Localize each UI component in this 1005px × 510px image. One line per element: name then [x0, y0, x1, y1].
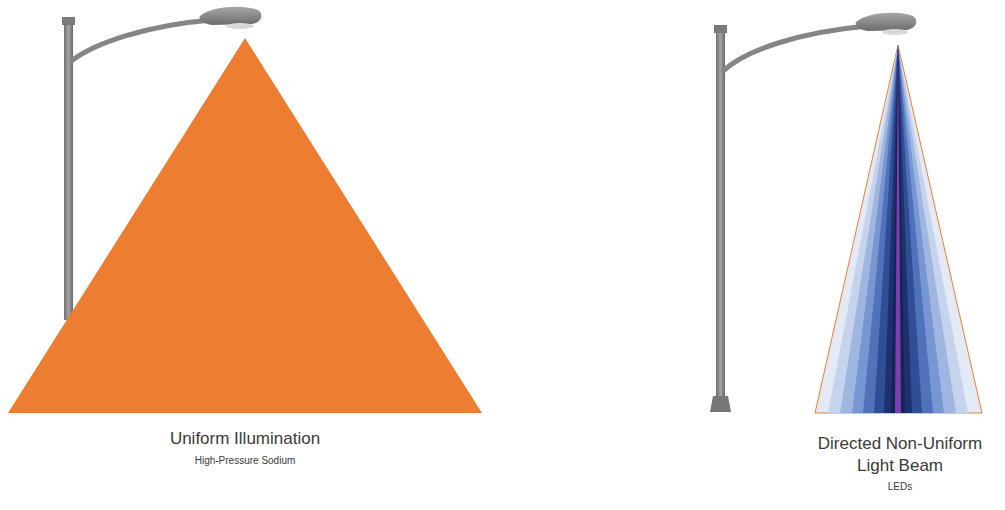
- lamp-arm: [70, 20, 212, 62]
- caption-subtext: LEDs: [850, 480, 950, 493]
- lamp-pole: [716, 28, 725, 400]
- right-street-light: [710, 13, 982, 413]
- caption-subtext: High-Pressure Sodium: [145, 454, 345, 467]
- pole-cap: [62, 17, 75, 25]
- beam-layer: [884, 45, 912, 413]
- lamp-lens: [226, 23, 254, 29]
- uniform-light-cone: [8, 38, 482, 413]
- lamp-head: [200, 7, 262, 25]
- pole-base: [710, 396, 731, 412]
- pole-cap: [714, 25, 727, 33]
- beam-layer: [828, 45, 968, 413]
- caption-heading: Directed Non-Uniform Light Beam: [805, 433, 995, 477]
- left-street-light: [8, 7, 482, 413]
- lamp-arm: [722, 26, 868, 72]
- lamp-pole: [64, 20, 73, 320]
- beam-layer: [863, 45, 933, 413]
- beam-layer: [852, 45, 944, 413]
- beam-layer: [891, 45, 905, 413]
- beam-layer: [815, 45, 982, 413]
- lamp-lens: [882, 29, 908, 35]
- beam-layer: [874, 45, 922, 413]
- beam-layer: [840, 45, 956, 413]
- lamp-head: [856, 13, 917, 31]
- beam-core: [895, 45, 901, 413]
- caption-heading: Uniform Illumination: [115, 428, 375, 450]
